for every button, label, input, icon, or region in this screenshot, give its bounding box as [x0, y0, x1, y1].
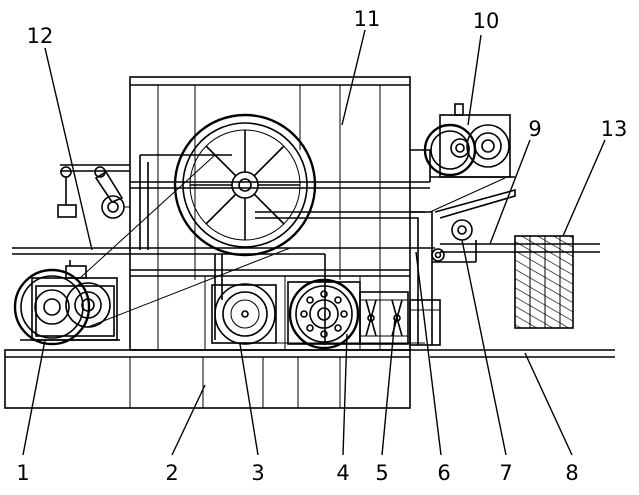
base-frame — [4, 349, 615, 409]
label-1: 1 — [16, 461, 29, 485]
label-4: 4 — [336, 461, 349, 485]
label-3: 3 — [251, 461, 264, 485]
main-frame — [129, 76, 433, 351]
part-labels: 1 2 3 4 5 6 7 8 9 10 11 12 13 — [16, 7, 627, 485]
roll-3 — [211, 283, 277, 345]
label-5: 5 — [375, 461, 388, 485]
left-drive-unit — [13, 154, 291, 346]
leader-lines — [22, 29, 606, 456]
fabric-path — [12, 154, 435, 345]
label-12: 12 — [27, 24, 54, 48]
label-13: 13 — [601, 117, 628, 141]
large-drum — [173, 113, 317, 257]
tension-lever — [57, 164, 130, 219]
cloth-stack — [514, 235, 574, 329]
label-10: 10 — [473, 9, 500, 33]
label-2: 2 — [165, 461, 178, 485]
top-drive-unit — [423, 103, 515, 213]
label-7: 7 — [499, 461, 512, 485]
roll-4 — [287, 278, 361, 350]
linkage-5 — [359, 291, 409, 345]
label-8: 8 — [565, 461, 578, 485]
label-11: 11 — [354, 7, 381, 31]
bracket-6 — [409, 299, 441, 346]
label-6: 6 — [437, 461, 450, 485]
label-9: 9 — [528, 117, 541, 141]
